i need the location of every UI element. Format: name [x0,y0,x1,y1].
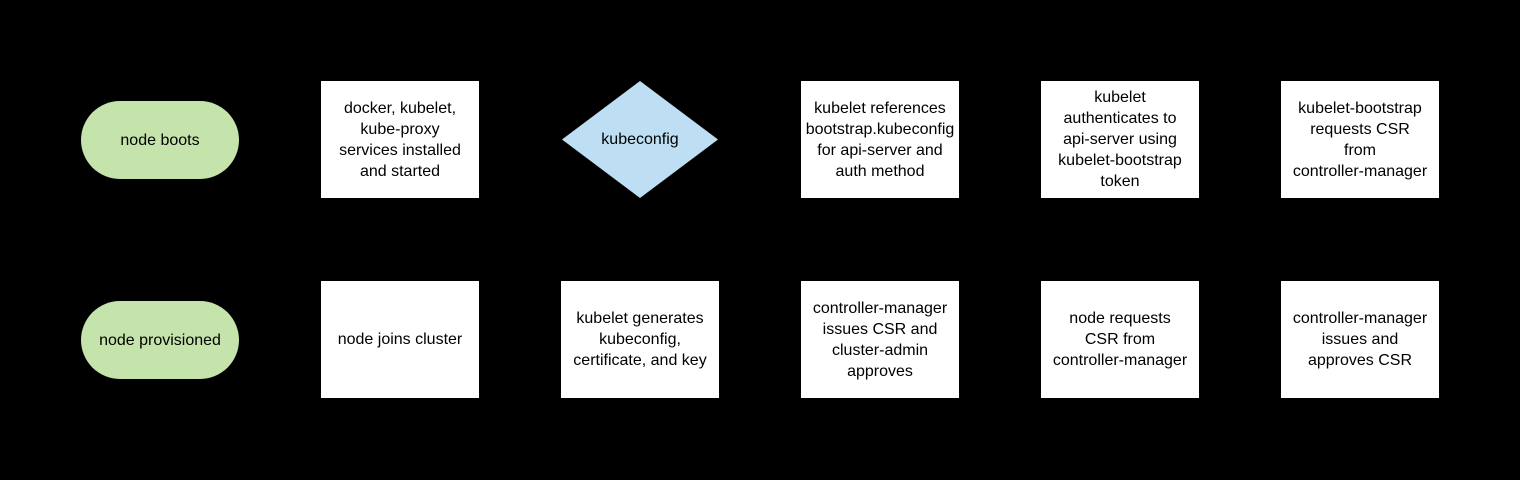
node-label: docker, kubelet, kube-proxy services ins… [339,99,461,180]
decision-kubeconfig: kubeconfig [562,81,718,198]
process-kubelet-generates-kubeconfig: kubelet generates kubeconfig, certificat… [561,281,719,398]
node-label: node provisioned [99,331,221,349]
process-node-joins-cluster: node joins cluster [321,281,479,398]
process-controller-manager-issues-csr-cluster-admin: controller-manager issues CSR and cluste… [801,281,959,398]
node-label: kubelet-bootstrap requests CSR from cont… [1292,99,1428,180]
process-controller-manager-issues-approves-csr: controller-manager issues and approves C… [1281,281,1439,398]
process-kubelet-references-bootstrap-kubeconfig: kubelet references bootstrap.kubeconfig … [801,81,959,198]
terminator-node-boots: node boots [81,101,239,179]
terminator-node-provisioned: node provisioned [81,301,239,379]
node-label: kubelet references bootstrap.kubeconfig … [805,99,955,180]
process-kubelet-bootstrap-requests-csr: kubelet-bootstrap requests CSR from cont… [1281,81,1439,198]
node-label: kubelet generates kubeconfig, certificat… [573,310,707,369]
process-services-installed: docker, kubelet, kube-proxy services ins… [321,81,479,198]
process-kubelet-authenticates-api-server: kubelet authenticates to api-server usin… [1041,81,1199,198]
node-label: kubeconfig [601,131,679,148]
node-label: node boots [120,131,200,149]
node-label: node requests CSR from controller-manage… [1052,310,1188,369]
node-label: kubelet authenticates to api-server usin… [1058,89,1182,190]
node-label: node joins cluster [337,331,463,348]
process-node-requests-csr: node requests CSR from controller-manage… [1041,281,1199,398]
node-label: controller-manager issues and approves C… [1292,310,1428,369]
node-label: controller-manager issues CSR and cluste… [812,299,948,380]
